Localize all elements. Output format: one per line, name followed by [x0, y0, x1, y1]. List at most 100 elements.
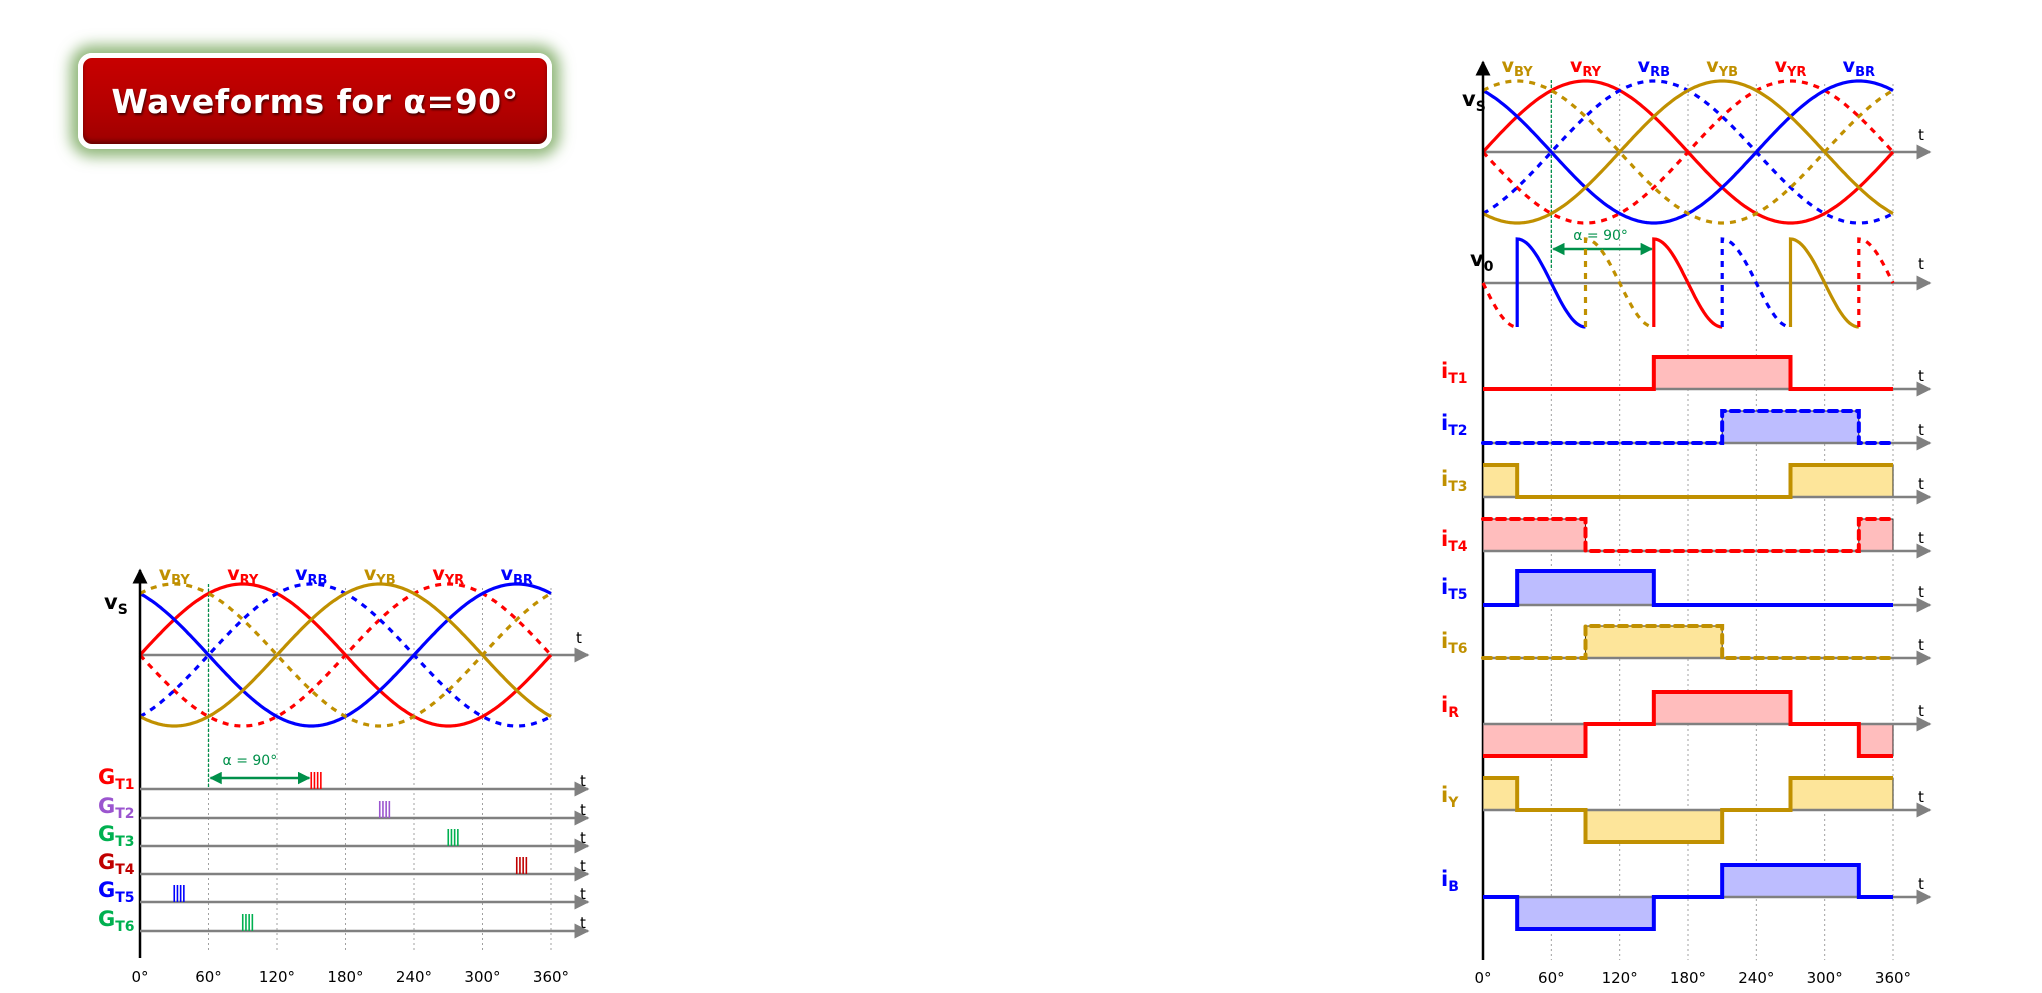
phase-label-RY: vRY [1570, 55, 1602, 80]
current-axis-label: t [1918, 583, 1924, 601]
gate-axis-label: t [580, 801, 586, 819]
x-tick-label: 240° [396, 968, 432, 986]
current-label-R: iR [1441, 693, 1459, 721]
title-banner: Waveforms for α=90° [78, 53, 552, 149]
right-chart: t vS vBY vRY vRB vYB vYR vBR α = 90° t v0 t iT1 t iT2 t… [1441, 55, 1932, 987]
x-tick-label: 0° [131, 968, 148, 986]
x-tick-label: 0° [1474, 969, 1491, 987]
gate-pulse-T1 [310, 772, 322, 789]
x-tick-label: 120° [259, 968, 295, 986]
current-axis-label: t [1918, 475, 1924, 493]
current-fill-T3 [1482, 464, 1518, 498]
gate-axis-label: t [580, 914, 586, 932]
current-trace-T3 [1483, 463, 1893, 499]
x-tick-label: 60° [195, 968, 222, 986]
gate-axis-label: t [580, 885, 586, 903]
gate-pulse-T2 [378, 801, 391, 818]
x-tick-label: 180° [1670, 969, 1706, 987]
phase-label-YR: vYR [1775, 55, 1807, 80]
current-trace-T1 [1483, 355, 1893, 391]
phase-label-BR: vBR [1843, 55, 1875, 80]
phase-label-RB: vRB [1638, 55, 1670, 80]
v0-segment [1481, 282, 1518, 329]
current-trace-B [1483, 863, 1893, 931]
current-fill-T4 [1858, 518, 1894, 552]
alpha-label: α = 90° [1573, 228, 1628, 244]
gate-pulse-T4 [515, 857, 528, 874]
current-fill-Y [1790, 777, 1894, 811]
gate-label-T4: GT4 [98, 850, 135, 878]
phase-label-RB: vRB [295, 563, 327, 588]
phase-label-BR: vBR [501, 563, 533, 588]
current-fill-B [1721, 864, 1860, 898]
gate-label-T6: GT6 [98, 907, 135, 935]
gate-pulse-T5 [173, 885, 185, 902]
v0-segment [1652, 237, 1723, 329]
current-fill-T4 [1482, 518, 1586, 552]
gate-label-T3: GT3 [98, 822, 135, 850]
current-trace-T2 [1481, 409, 1895, 445]
x-tick-label: 240° [1738, 969, 1774, 987]
v0-label: v0 [1470, 247, 1494, 275]
gate-pulse-T6 [241, 914, 254, 931]
phase-label-YB: vYB [1706, 55, 1738, 80]
gate-axis-label: t [580, 857, 586, 875]
v0-segment [1788, 237, 1859, 329]
vs-axis-label: t [1918, 126, 1924, 144]
vs-series-vBY [139, 582, 552, 728]
current-fill-T3 [1790, 464, 1894, 498]
alpha-label: α = 90° [223, 753, 278, 769]
vs-label: vS [104, 590, 128, 618]
current-trace-R [1483, 690, 1893, 758]
current-trace-T6 [1481, 624, 1895, 660]
current-fill-T5 [1516, 570, 1655, 606]
current-trace-T5 [1483, 569, 1893, 607]
current-axis-label: t [1918, 702, 1924, 720]
current-label-T4: iT4 [1441, 527, 1468, 555]
current-fill-B [1516, 896, 1655, 930]
current-label-Y: iY [1441, 783, 1459, 811]
phase-label-YR: vYR [432, 563, 464, 588]
vs-series-vBY [1482, 79, 1894, 225]
phase-label-YB: vYB [364, 563, 396, 588]
current-label-B: iB [1441, 867, 1459, 895]
current-label-T3: iT3 [1441, 467, 1468, 495]
vs-axis-label: t [576, 629, 582, 647]
current-axis-label: t [1918, 421, 1924, 439]
current-fill-R [1858, 723, 1894, 757]
v0-segment [1857, 237, 1895, 327]
x-tick-label: 300° [464, 968, 500, 986]
v0-segment [1720, 237, 1791, 329]
gate-label-T1: GT1 [98, 765, 135, 793]
x-tick-label: 60° [1538, 969, 1565, 987]
current-fill-T1 [1653, 356, 1791, 390]
v0-axis-label: t [1918, 255, 1924, 273]
current-label-T2: iT2 [1441, 411, 1468, 439]
phase-label-RY: vRY [227, 563, 259, 588]
x-tick-label: 360° [533, 968, 569, 986]
current-label-T5: iT5 [1441, 575, 1468, 603]
x-tick-label: 360° [1875, 969, 1911, 987]
current-fill-T2 [1721, 410, 1860, 444]
current-axis-label: t [1918, 875, 1924, 893]
current-axis-label: t [1918, 529, 1924, 547]
current-axis-label: t [1918, 788, 1924, 806]
vs-label: vS [1462, 87, 1486, 115]
v0-segment [1583, 237, 1654, 329]
v0-segment [1515, 237, 1586, 329]
current-label-T1: iT1 [1441, 359, 1468, 387]
x-tick-label: 300° [1807, 969, 1843, 987]
current-fill-R [1653, 691, 1791, 725]
current-fill-Y [1585, 809, 1723, 843]
gate-pulse-T3 [447, 829, 459, 846]
current-trace-Y [1483, 776, 1893, 844]
current-axis-label: t [1918, 636, 1924, 654]
phase-label-BY: vBY [1502, 55, 1534, 80]
x-tick-label: 180° [327, 968, 363, 986]
phase-label-BY: vBY [159, 563, 191, 588]
gate-axis-label: t [580, 772, 586, 790]
current-label-T6: iT6 [1441, 629, 1468, 657]
title-text: Waveforms for α=90° [111, 81, 519, 121]
current-axis-label: t [1918, 367, 1924, 385]
